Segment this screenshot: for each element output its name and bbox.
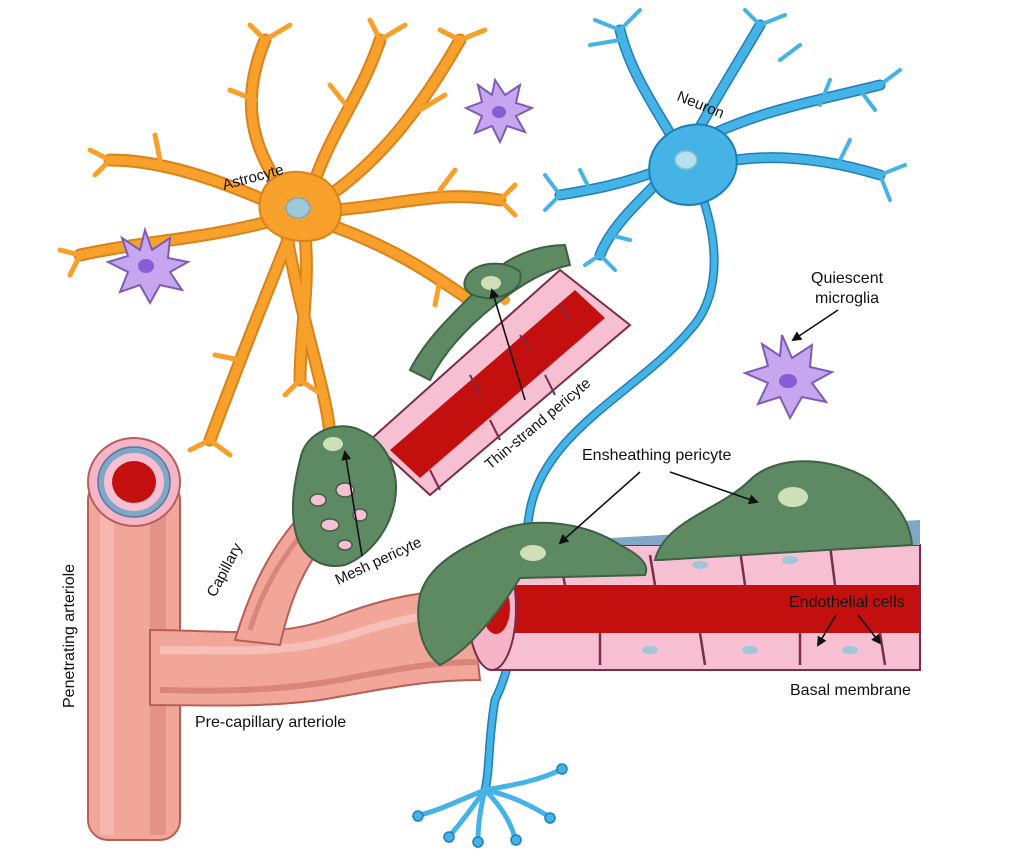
basal-membrane-label: Basal membrane [790,682,911,699]
microglia-top [463,77,535,145]
quiescent-microglia-label-line1: Quiescent [811,270,884,287]
microglia-left [105,226,191,306]
endothelial-cells-label: Endothelial cells [789,594,905,611]
penetrating-arteriole-label: Penetrating arteriole [61,564,78,708]
ensheathing-pericyte-label: Ensheathing pericyte [582,447,732,464]
microglia-right [742,334,835,421]
neuron [412,8,907,848]
annotation-arrows [341,288,882,647]
pre-capillary-arteriole-label: Pre-capillary arteriole [195,714,346,731]
quiescent-microglia-label-line2: microglia [815,290,879,307]
mesh-pericyte [291,425,397,567]
upper-capillary [350,243,632,497]
capillary-label: Capillary [204,540,247,600]
lower-capillary [417,460,921,671]
